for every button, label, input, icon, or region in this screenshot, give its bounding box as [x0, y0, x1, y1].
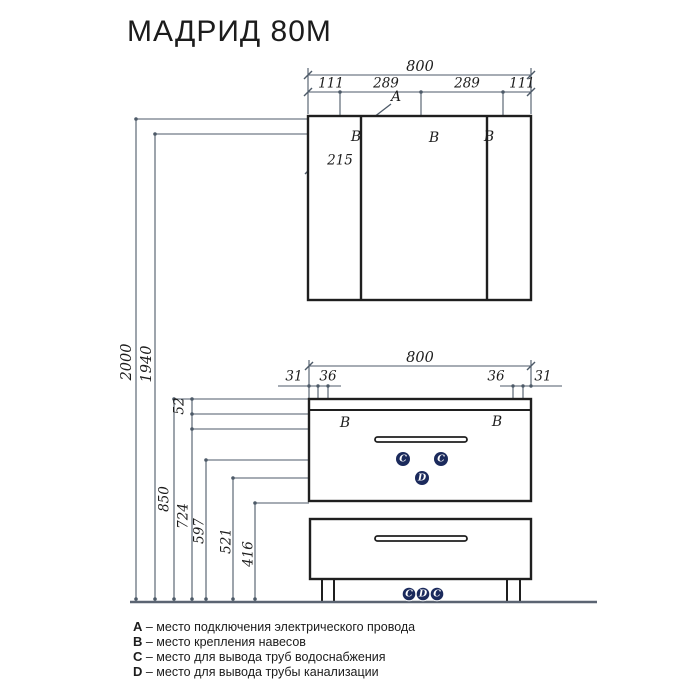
legend-text-b: – место крепления навесов — [145, 635, 306, 649]
legend-row-a: A – место подключения электрического про… — [133, 619, 415, 634]
floor-marker-letter-d: D — [418, 588, 428, 600]
dim-vanity-36-left: 36 — [319, 368, 337, 385]
legend-key-b: B — [133, 634, 143, 649]
marker-c-left — [396, 452, 410, 466]
legend-key-a: A — [133, 619, 143, 634]
dim-vanity-36-right: 36 — [487, 368, 505, 385]
dim-electrical-offset: 215 — [327, 152, 353, 169]
marker-letter-c-left: C — [399, 453, 407, 465]
legend-key-d: D — [133, 664, 143, 679]
dim-vanity-31-left: 31 — [285, 368, 303, 385]
pipe-markers — [396, 452, 448, 602]
dim-height-521: 521 — [218, 528, 235, 554]
left-leg — [321, 578, 335, 603]
label-point-b-mirror-left: B — [350, 129, 362, 145]
mirror-cabinet — [306, 114, 533, 302]
dim-height-2000: 2000 — [118, 343, 135, 381]
label-point-b-vanity-right: B — [491, 414, 503, 430]
legend-row-d: D – место для вывода трубы канализации — [133, 664, 415, 679]
label-point-a: A — [390, 89, 402, 105]
right-leg — [506, 578, 521, 603]
legend: A – место подключения электрического про… — [133, 619, 415, 679]
dim-height-724: 724 — [175, 503, 192, 529]
page-title: МАДРИД 80М — [127, 15, 332, 48]
label-point-b-mirror-mid: B — [428, 130, 440, 146]
vanity-handle — [374, 436, 468, 443]
dim-mirror-seg-3: 289 — [454, 75, 480, 92]
dim-top-offset-52: 52 — [171, 397, 188, 415]
floor-marker-letter-c-right: C — [433, 588, 441, 600]
drawer-handle — [374, 535, 468, 542]
dim-height-597: 597 — [191, 518, 208, 544]
marker-c-right — [434, 452, 448, 466]
floor-marker-letter-c-left: C — [405, 588, 413, 600]
marker-letter-c-right: C — [437, 453, 445, 465]
dim-mirror-seg-1: 111 — [318, 75, 344, 92]
label-point-b-mirror-right: B — [483, 129, 495, 145]
dim-height-416: 416 — [240, 541, 257, 567]
legend-text-d: – место для вывода трубы канализации — [145, 665, 379, 679]
dim-mirror-seg-2: 289 — [373, 75, 399, 92]
legend-key-c: C — [133, 649, 143, 664]
marker-d — [415, 471, 429, 485]
dim-mirror-width: 800 — [406, 58, 434, 75]
legend-text-c: – место для вывода труб водоснабжения — [145, 650, 386, 664]
legend-text-a: – место подключения электрического прово… — [145, 620, 416, 634]
dim-vanity-31-right: 31 — [534, 368, 552, 385]
floor-marker-d — [415, 586, 431, 602]
legend-row-b: B – место крепления навесов — [133, 634, 415, 649]
dim-mirror-seg-4: 111 — [509, 75, 535, 92]
label-point-b-vanity-left: B — [339, 415, 351, 431]
dim-height-1940: 1940 — [138, 345, 155, 383]
dim-height-850: 850 — [156, 486, 173, 512]
dim-vanity-width: 800 — [406, 349, 434, 366]
marker-letter-d: D — [417, 472, 427, 484]
legend-row-c: C – место для вывода труб водоснабжения — [133, 649, 415, 664]
height-dimensions — [134, 117, 416, 601]
